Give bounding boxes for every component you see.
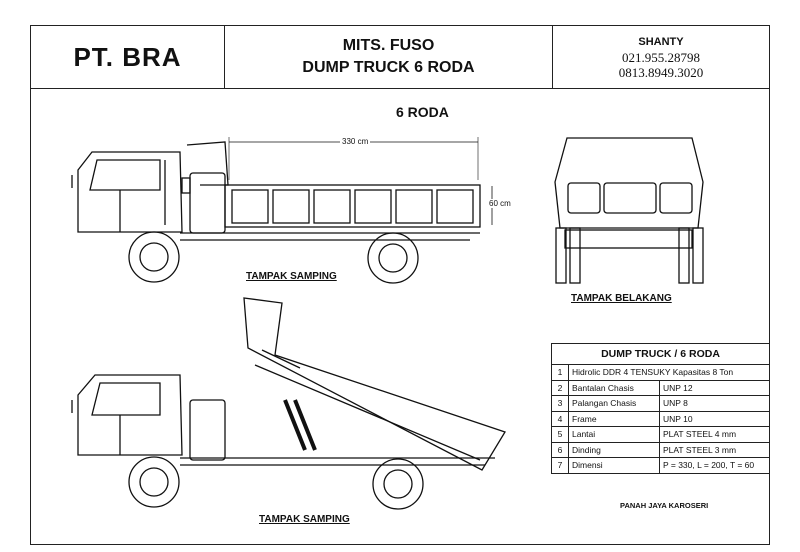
spec-row: 2 Bantalan Chasis UNP 12 (551, 379, 770, 396)
drawing-subtitle: 6 RODA (396, 104, 449, 120)
phone-2: 0813.8949.3020 (618, 64, 704, 80)
side-view-top-truck (71, 137, 493, 284)
spec-label: Palangan Chasis (568, 395, 660, 412)
length-dimension: 330 cm (340, 137, 371, 146)
title-line-1: MITS. FUSO (342, 37, 435, 54)
cab-window-bottom (91, 382, 161, 416)
spec-no: 3 (551, 395, 569, 412)
view-label-rear: TAMPAK BELAKANG (571, 293, 672, 304)
spec-no: 7 (551, 457, 569, 474)
spec-label: Bantalan Chasis (568, 379, 660, 396)
cab-outline-top (77, 151, 183, 233)
spec-no: 4 (551, 410, 569, 427)
spec-no: 2 (551, 379, 569, 396)
rear-view-truck (554, 137, 704, 284)
spec-value: UNP 10 (659, 410, 770, 427)
spec-label: Dinding (568, 441, 660, 458)
spec-value: PLAT STEEL 3 mm (659, 441, 770, 458)
contact-block: SHANTY 021.955.28798 0813.8949.3020 (553, 26, 769, 88)
spec-table-title: DUMP TRUCK / 6 RODA (551, 343, 770, 365)
spec-row: 5 Lantai PLAT STEEL 4 mm (551, 426, 770, 443)
front-wheel-bottom (128, 456, 180, 508)
rear-left-wheel (555, 227, 567, 284)
footer-company: PANAH JAYA KAROSERI (620, 501, 709, 510)
dump-body-tipped (243, 297, 506, 471)
drawing-title-block: MITS. FUSO DUMP TRUCK 6 RODA (225, 26, 553, 88)
spec-value: PLAT STEEL 4 mm (659, 426, 770, 443)
side-view-bottom-truck (71, 297, 506, 510)
spec-no: 6 (551, 441, 569, 458)
title-block: PT. BRA MITS. FUSO DUMP TRUCK 6 RODA SHA… (30, 25, 770, 89)
phone-1: 021.955.28798 (622, 49, 700, 65)
spec-label: Frame (568, 410, 660, 427)
spec-row: 4 Frame UNP 10 (551, 410, 770, 427)
tank-top (189, 172, 226, 234)
headboard-top (186, 141, 229, 186)
height-dimension: 60 cm (487, 199, 513, 208)
spec-label: Lantai (568, 426, 660, 443)
spec-table: DUMP TRUCK / 6 RODA 1 Hidrolic DDR 4 TEN… (551, 343, 770, 474)
company-name: PT. BRA (31, 26, 225, 88)
spec-row: 6 Dinding PLAT STEEL 3 mm (551, 441, 770, 458)
contact-name: SHANTY (638, 35, 684, 48)
spec-label: Dimensi (568, 457, 660, 474)
rear-wheel-bottom (372, 458, 424, 510)
front-wheel-top (128, 231, 180, 283)
view-label-side-top: TAMPAK SAMPING (246, 271, 337, 282)
cab-window-top (89, 159, 161, 191)
spec-row: 1 Hidrolic DDR 4 TENSUKY Kapasitas 8 Ton (551, 364, 770, 381)
cab-outline-bottom (77, 374, 183, 456)
rear-right-wheel (692, 227, 704, 284)
spec-label: Hidrolic DDR 4 TENSUKY Kapasitas 8 Ton (568, 364, 770, 381)
view-label-side-bottom: TAMPAK SAMPING (259, 514, 350, 525)
spec-value: UNP 8 (659, 395, 770, 412)
spec-value: UNP 12 (659, 379, 770, 396)
tank-bottom (189, 399, 226, 461)
spec-row: 3 Palangan Chasis UNP 8 (551, 395, 770, 412)
spec-value: P = 330, L = 200, T = 60 (659, 457, 770, 474)
spec-row: 7 Dimensi P = 330, L = 200, T = 60 (551, 457, 770, 474)
dump-body-top (224, 184, 481, 228)
spec-no: 1 (551, 364, 569, 381)
title-line-2: DUMP TRUCK 6 RODA (302, 59, 475, 76)
rear-wheel-top (367, 232, 419, 284)
spec-no: 5 (551, 426, 569, 443)
hydraulic-cylinder (283, 399, 307, 451)
